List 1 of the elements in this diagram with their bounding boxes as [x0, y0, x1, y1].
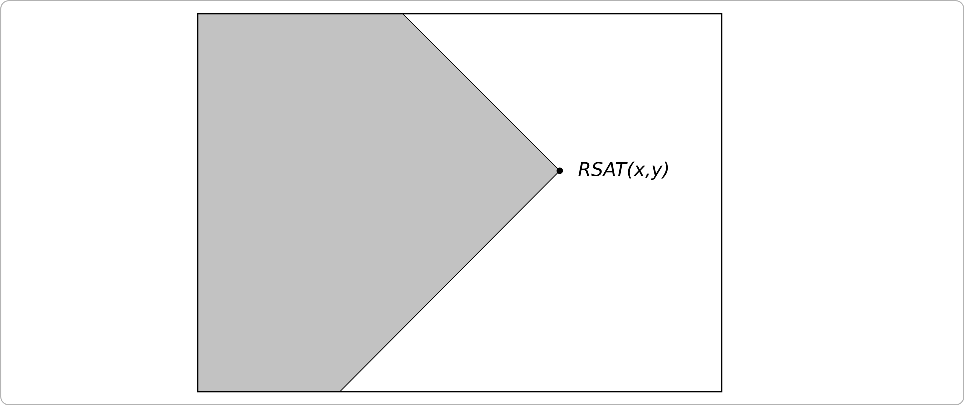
point-label: RSAT(x,y): [578, 162, 668, 180]
